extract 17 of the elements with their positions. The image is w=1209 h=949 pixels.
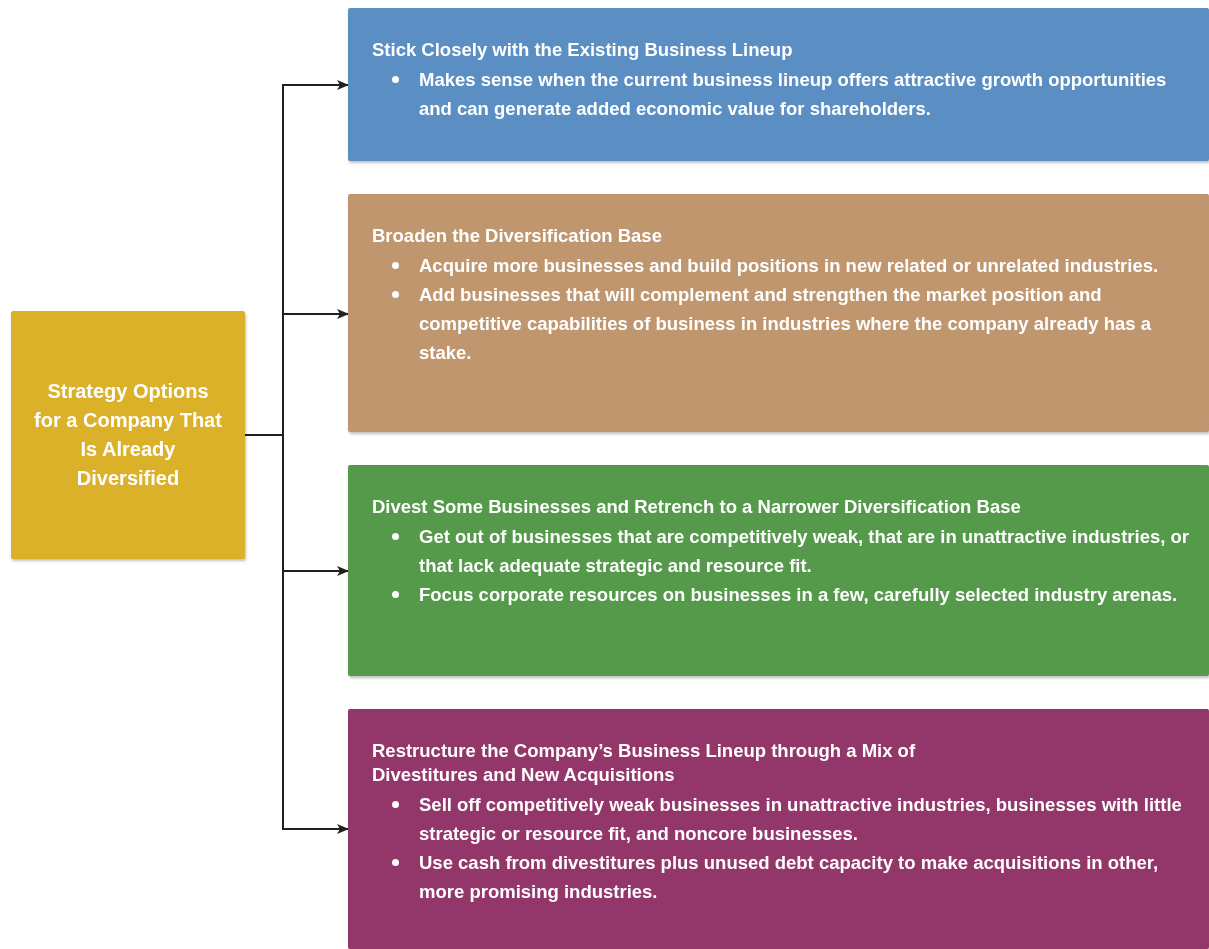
option-heading: Broaden the Diversification Base bbox=[372, 224, 663, 248]
bullet-text: Add businesses that will complement and strengthen the market position and competitive capabilities of business in industries where the company already has a stake. bbox=[419, 284, 1151, 363]
option-box bbox=[348, 465, 1209, 676]
topic-box bbox=[11, 311, 245, 559]
option-box bbox=[348, 709, 1209, 949]
option-box bbox=[348, 8, 1209, 161]
bullet-text: Makes sense when the current business lineup offers attractive growth opportunities and can generate added economic value for shareholders. bbox=[419, 69, 1167, 119]
bullet-text: Focus corporate resources on businesses in a few, carefully selected industry arenas. bbox=[419, 584, 1178, 605]
option-heading: Divest Some Businesses and Retrench to a Narrower Diversification Base bbox=[372, 495, 1022, 519]
topic-text: Strategy Options for a Company That Is Already Diversified bbox=[33, 379, 223, 491]
bullet-text: Use cash from divestitures plus unused debt capacity to make acquisitions in other, more promising industries. bbox=[419, 852, 1159, 902]
option-heading: Stick Closely with the Existing Business Lineup bbox=[372, 38, 794, 62]
bullet-text: Acquire more businesses and build positions in new related or unrelated industries. bbox=[419, 255, 1159, 276]
option-heading: Restructure the Company’s Business Lineup through a Mix of Divestitures and New Acquisitions bbox=[372, 739, 917, 787]
bullet-text: Sell off competitively weak businesses in unattractive industries, businesses with little strategic or resource fit, and noncore businesses. bbox=[419, 794, 1182, 844]
option-box bbox=[348, 194, 1209, 432]
bullet-text: Get out of businesses that are competitively weak, that are in unattractive industries, or that lack adequate strategic and resource fit. bbox=[419, 526, 1190, 576]
